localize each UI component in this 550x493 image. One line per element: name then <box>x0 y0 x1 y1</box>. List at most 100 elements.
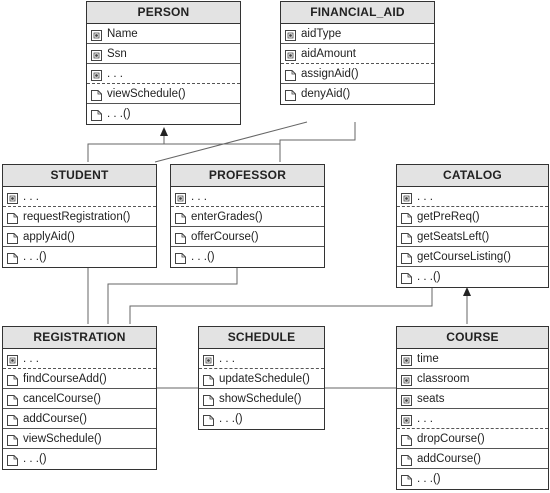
attribute-icon <box>401 413 412 426</box>
operation-icon <box>401 453 412 466</box>
attribute-row: . . . <box>3 187 156 207</box>
operation-row: findCourseAdd() <box>3 369 156 389</box>
operation-label: . . .() <box>23 251 47 263</box>
attribute-icon <box>401 191 412 204</box>
class-schedule: SCHEDULE. . .updateSchedule()showSchedul… <box>198 326 325 430</box>
operation-label: . . .() <box>417 271 441 283</box>
arrowhead-person <box>160 127 168 136</box>
operation-label: . . .() <box>191 251 215 263</box>
attribute-icon <box>91 68 102 81</box>
attribute-label: seats <box>417 393 445 405</box>
attribute-row: time <box>397 349 548 369</box>
class-catalog: CATALOG. . .getPreReq()getSeatsLeft()get… <box>396 164 549 288</box>
operation-label: assignAid() <box>301 68 359 80</box>
attribute-row: Ssn <box>87 44 240 64</box>
class-professor: PROFESSOR. . .enterGrades()offerCourse()… <box>170 164 325 268</box>
attribute-row: Name <box>87 24 240 44</box>
attribute-icon <box>401 393 412 406</box>
attribute-icon <box>91 28 102 41</box>
operation-row: . . .() <box>171 247 324 267</box>
operation-label: requestRegistration() <box>23 211 131 223</box>
operation-icon <box>7 433 18 446</box>
attribute-label: . . . <box>417 413 433 425</box>
operation-label: . . .() <box>23 453 47 465</box>
operation-row: . . .() <box>3 247 156 267</box>
class-name: FINANCIAL_AID <box>281 2 434 24</box>
operation-row: updateSchedule() <box>199 369 324 389</box>
operation-icon <box>91 88 102 101</box>
operation-row: offerCourse() <box>171 227 324 247</box>
operation-row: . . .() <box>397 469 548 489</box>
operation-row: applyAid() <box>3 227 156 247</box>
operation-icon <box>175 251 186 264</box>
operation-icon <box>401 271 412 284</box>
operation-label: dropCourse() <box>417 433 485 445</box>
attribute-row: aidAmount <box>281 44 434 64</box>
attribute-row: aidType <box>281 24 434 44</box>
attribute-icon <box>285 48 296 61</box>
attribute-row: . . . <box>397 187 548 207</box>
arrowhead-catalog <box>463 287 471 296</box>
operation-icon <box>285 68 296 81</box>
operation-label: applyAid() <box>23 231 75 243</box>
operation-icon <box>7 251 18 264</box>
operation-row: assignAid() <box>281 64 434 84</box>
attribute-icon <box>401 353 412 366</box>
attribute-row: seats <box>397 389 548 409</box>
operation-row: getSeatsLeft() <box>397 227 548 247</box>
attribute-label: Name <box>107 28 138 40</box>
operation-icon <box>175 211 186 224</box>
class-course: COURSE time classroom seats . . . dropCourse(… <box>396 326 549 490</box>
operation-icon <box>285 88 296 101</box>
attribute-row: . . . <box>87 64 240 84</box>
operation-icon <box>175 231 186 244</box>
attribute-icon <box>285 28 296 41</box>
attribute-row: . . . <box>3 349 156 369</box>
association-student-financial-aid <box>154 121 308 163</box>
operation-label: addCourse() <box>417 453 481 465</box>
operation-icon <box>401 473 412 486</box>
operation-row: . . .() <box>3 449 156 469</box>
operation-row: viewSchedule() <box>3 429 156 449</box>
operation-row: viewSchedule() <box>87 84 240 104</box>
operation-icon <box>7 453 18 466</box>
operation-label: getPreReq() <box>417 211 480 223</box>
attribute-label: . . . <box>107 68 123 80</box>
class-registration: REGISTRATION. . .findCourseAdd()cancelCo… <box>2 326 157 470</box>
operation-row: . . .() <box>199 409 324 429</box>
attribute-label: Ssn <box>107 48 127 60</box>
operation-label: getCourseListing() <box>417 251 511 263</box>
class-name: COURSE <box>397 327 548 349</box>
attribute-label: aidAmount <box>301 48 356 60</box>
class-name: STUDENT <box>3 165 156 187</box>
attribute-icon <box>7 353 18 366</box>
attribute-label: classroom <box>417 373 470 385</box>
attribute-row: . . . <box>171 187 324 207</box>
attribute-icon <box>7 191 18 204</box>
operation-row: . . .() <box>397 267 548 287</box>
operation-label: viewSchedule() <box>107 88 186 100</box>
class-name: SCHEDULE <box>199 327 324 349</box>
operation-label: . . .() <box>417 473 441 485</box>
generalization-student-person <box>87 143 281 162</box>
operation-icon <box>203 373 214 386</box>
operation-label: offerCourse() <box>191 231 259 243</box>
operation-label: addCourse() <box>23 413 87 425</box>
operation-icon <box>7 373 18 386</box>
operation-label: denyAid() <box>301 88 351 100</box>
association-catalog-registration <box>129 286 433 324</box>
operation-row: dropCourse() <box>397 429 548 449</box>
operation-icon <box>7 393 18 406</box>
operation-row: enterGrades() <box>171 207 324 227</box>
attribute-icon <box>91 48 102 61</box>
operation-row: addCourse() <box>3 409 156 429</box>
attribute-label: . . . <box>191 191 207 203</box>
operation-label: getSeatsLeft() <box>417 231 490 243</box>
operation-icon <box>401 231 412 244</box>
class-name: PERSON <box>87 2 240 24</box>
operation-label: enterGrades() <box>191 211 263 223</box>
class-name: REGISTRATION <box>3 327 156 349</box>
attribute-label: time <box>417 353 439 365</box>
